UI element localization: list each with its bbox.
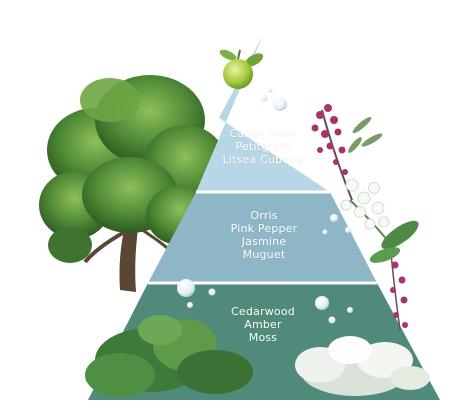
note-label: Pink Pepper xyxy=(230,222,298,235)
tier-top xyxy=(196,35,330,192)
tier-middle-notes: Orris Pink Pepper Jasmine Muguet xyxy=(214,209,314,261)
note-label: Orris xyxy=(250,209,278,222)
moss-icon xyxy=(85,315,253,397)
note-label: Muguet xyxy=(242,248,286,261)
note-label: Amber xyxy=(244,318,282,331)
note-label: Litsea Cubeba xyxy=(222,153,304,166)
tier-base-notes: Cedarwood Amber Moss xyxy=(213,305,313,344)
note-label: Cedarwood xyxy=(231,305,295,318)
pink-flower-icon xyxy=(311,104,408,331)
water-drop-icon xyxy=(177,87,353,324)
lime-icon xyxy=(219,49,264,89)
note-label: Moss xyxy=(248,331,278,344)
tier-top-notes: Carrot Seed Petitgrain Litsea Cubeba xyxy=(213,127,313,166)
tier-middle xyxy=(148,192,377,283)
note-label: Petitgrain xyxy=(235,140,291,153)
note-label: Jasmine xyxy=(241,235,287,248)
white-blossom-icon xyxy=(295,336,430,396)
note-label: Carrot Seed xyxy=(229,127,297,140)
lily-of-the-valley-icon xyxy=(340,178,419,263)
